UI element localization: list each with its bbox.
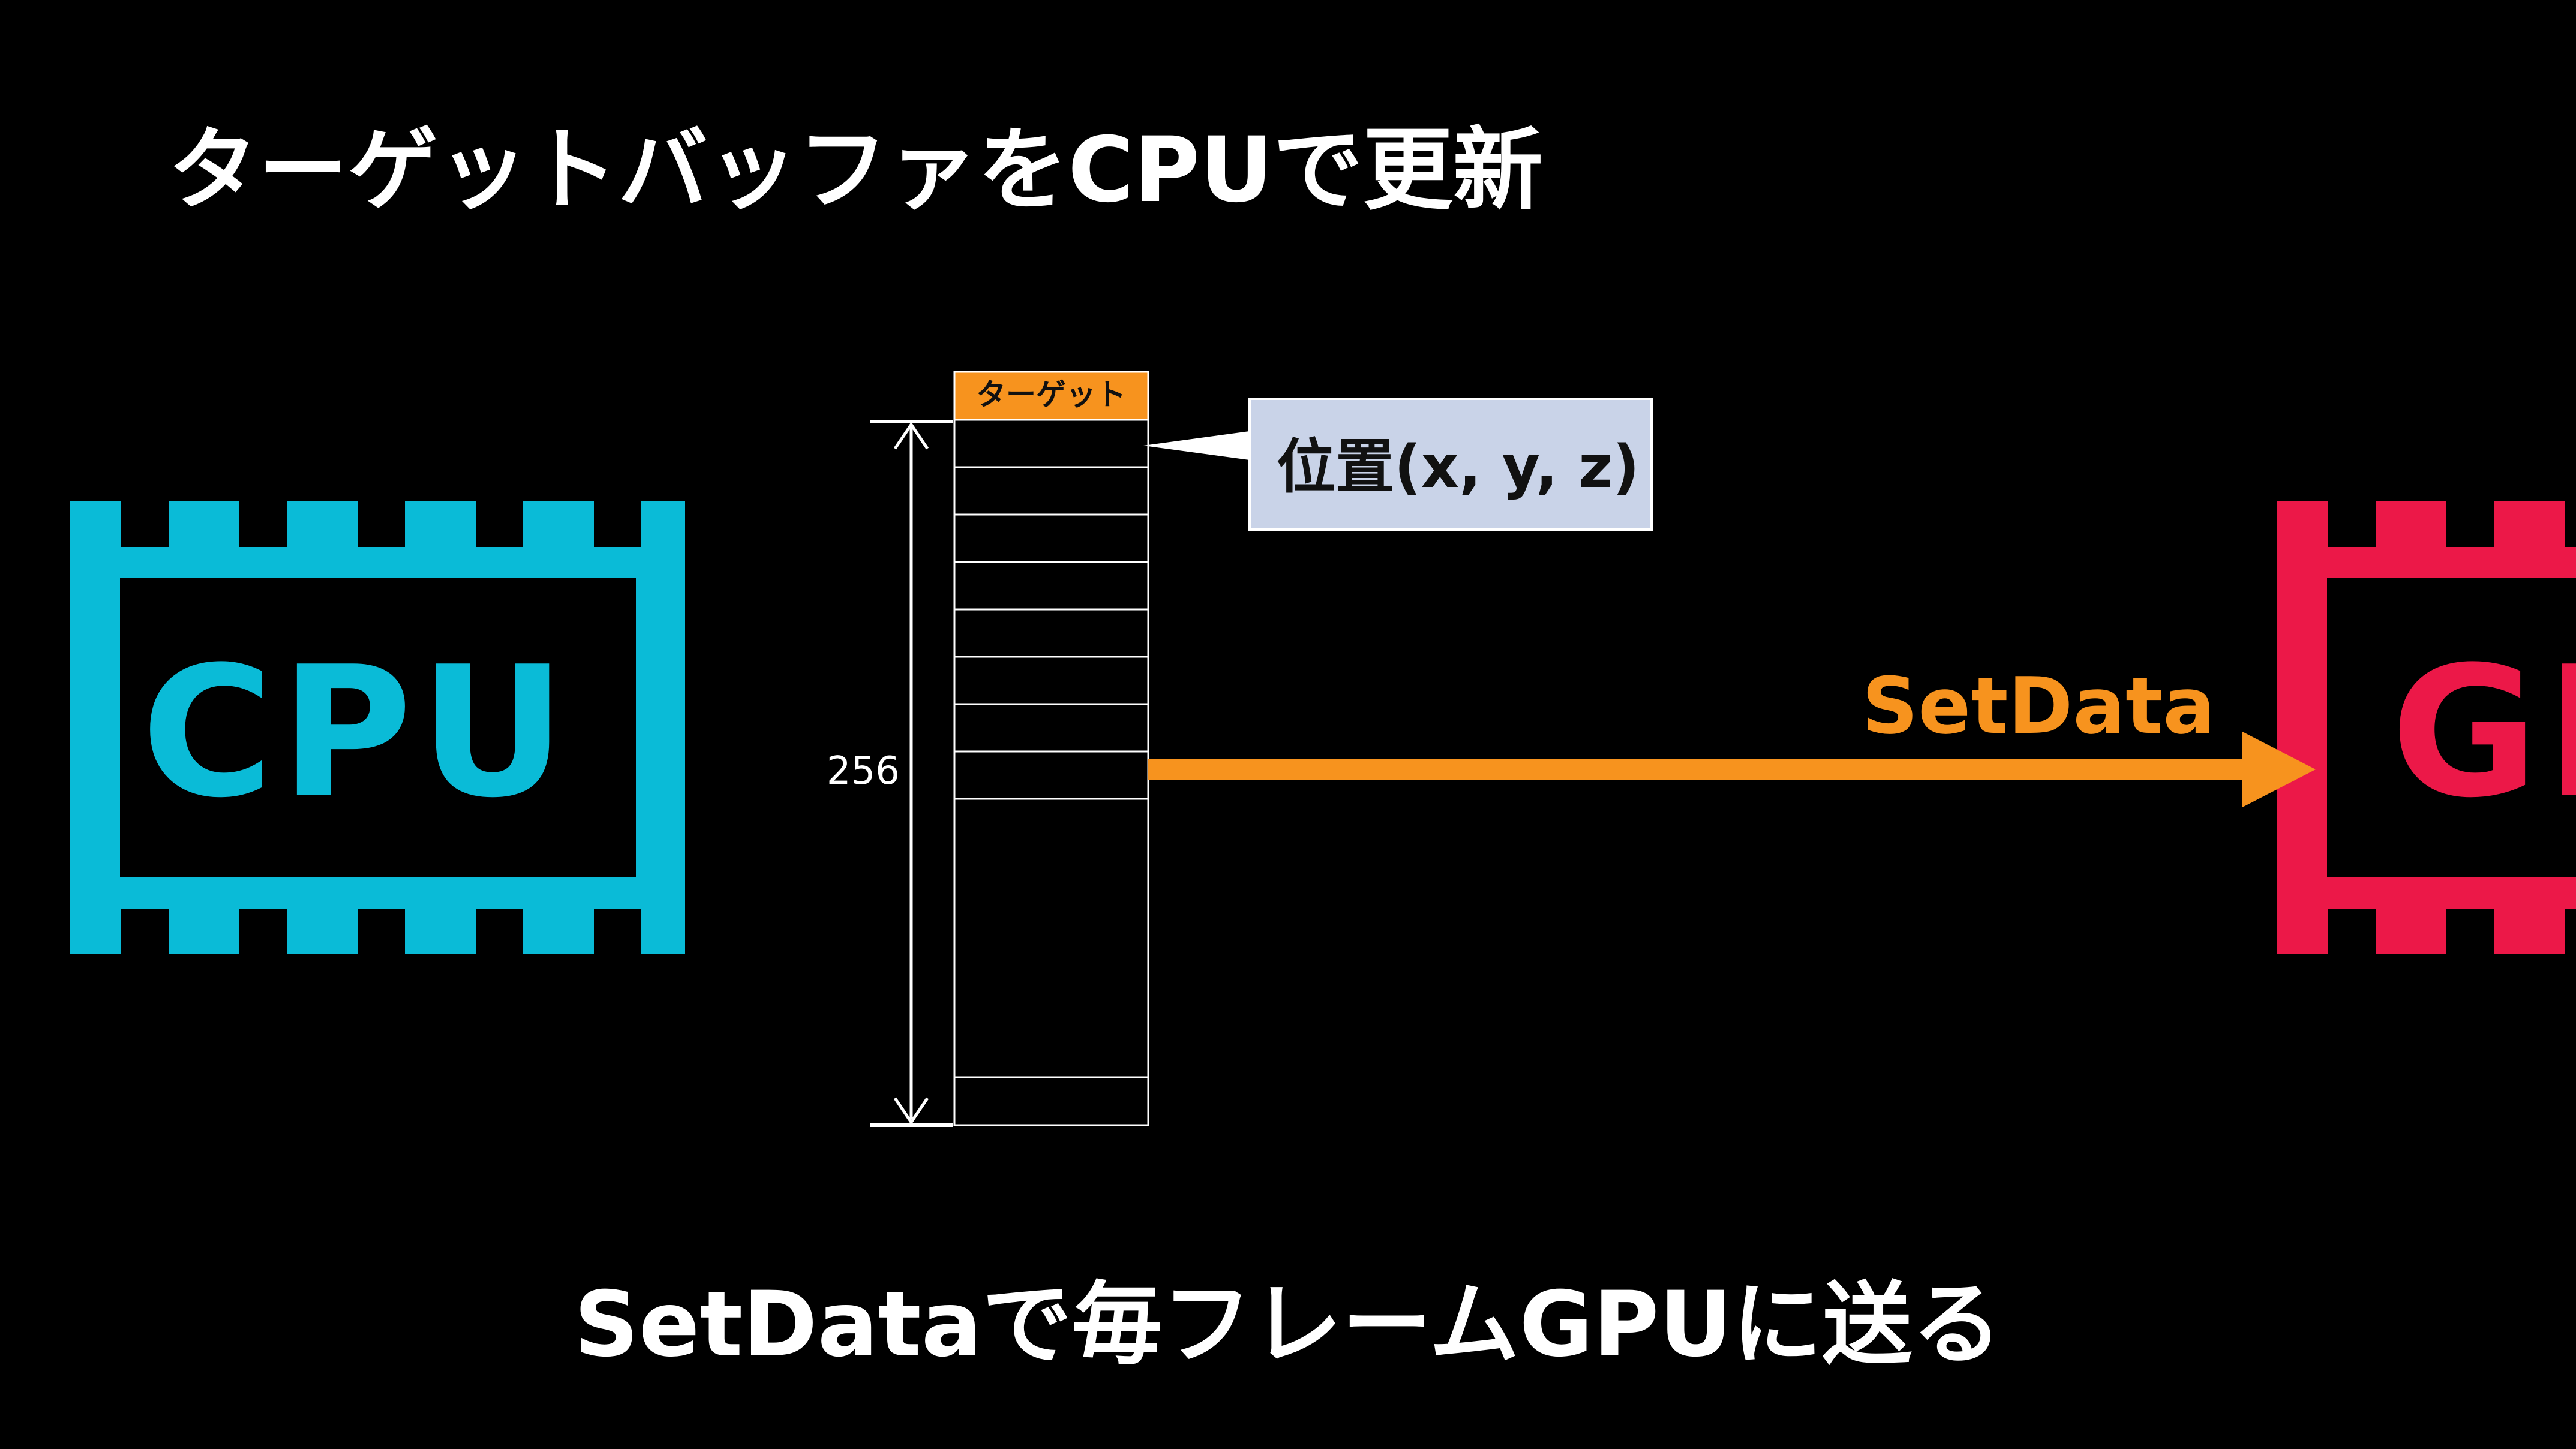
gpu-chip-inner xyxy=(2327,578,2576,877)
callout-box xyxy=(1248,398,1653,531)
chip-pin-notch xyxy=(476,909,523,954)
chip-pin-notch xyxy=(594,909,641,954)
position-callout: 位置(x, y, z) xyxy=(1143,398,1653,531)
slide-caption: SetDataで毎フレームGPUに送る xyxy=(574,1273,2002,1377)
chip-pin-notch xyxy=(2328,501,2376,547)
cpu-chip-pins xyxy=(121,501,641,954)
chip-pin-notch xyxy=(121,501,169,547)
callout-pointer xyxy=(1143,431,1254,461)
chip-pin-notch xyxy=(2565,501,2576,547)
buffer-header-label: ターゲット xyxy=(976,377,1126,412)
chip-pin-notch xyxy=(476,501,523,547)
buffer-header xyxy=(953,371,1149,421)
gpu-chip-label: GPU xyxy=(2391,628,2576,837)
setdata-transfer: SetData xyxy=(1148,660,2316,807)
chip-pin-notch xyxy=(594,501,641,547)
chip-pin-notch xyxy=(358,501,405,547)
callout-label: 位置(x, y, z) xyxy=(1277,433,1640,501)
buffer-outline xyxy=(953,419,1149,1126)
gpu-chip-icon: GPU xyxy=(2277,501,2576,954)
dimension-arrowhead-up xyxy=(893,422,929,450)
buffer-size-dimension: 256 xyxy=(827,420,953,1127)
cpu-chip-label: CPU xyxy=(141,628,573,837)
transfer-arrowhead xyxy=(2242,732,2316,807)
chip-pin-notch xyxy=(358,909,405,954)
cpu-chip-icon: CPU xyxy=(70,501,685,954)
chip-pin-notch xyxy=(121,909,169,954)
slide-title: ターゲットバッファをCPUで更新 xyxy=(168,118,1543,223)
cpu-chip-inner xyxy=(120,578,636,877)
chip-pin-notch xyxy=(2565,909,2576,954)
chip-pin-notch xyxy=(2446,501,2494,547)
buffer-size-label: 256 xyxy=(827,749,900,793)
chip-pin-notch xyxy=(2328,909,2376,954)
chip-pin-notch xyxy=(239,501,287,547)
chip-pin-notch xyxy=(2446,909,2494,954)
transfer-label: SetData xyxy=(1862,660,2215,751)
gpu-chip-pins xyxy=(2328,501,2576,954)
target-buffer xyxy=(953,419,1149,1126)
dimension-arrowhead-down xyxy=(893,1097,929,1125)
chip-pin-notch xyxy=(239,909,287,954)
